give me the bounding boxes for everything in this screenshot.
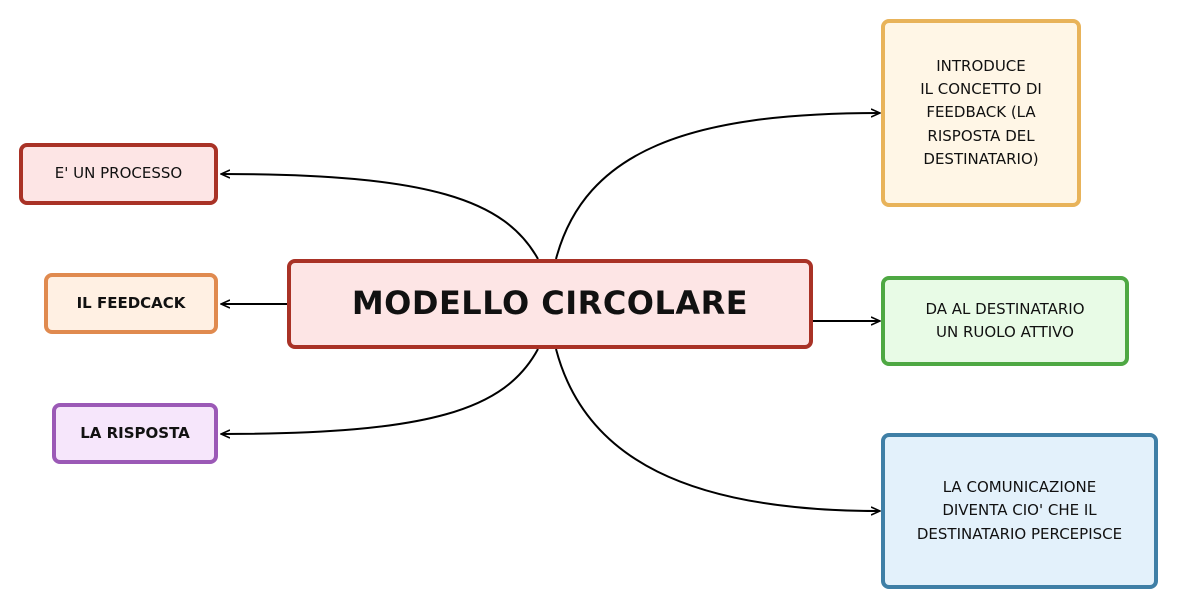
connector-center-to-comunicazione — [555, 348, 879, 511]
branch-node-feedcack[interactable]: IL FEEDCACK — [44, 273, 218, 334]
connector-center-to-processo — [222, 174, 539, 260]
central-topic-node[interactable]: MODELLO CIRCOLARE — [287, 259, 813, 349]
central-topic-label: MODELLO CIRCOLARE — [351, 284, 749, 323]
connector-center-to-risposta — [222, 348, 539, 434]
branch-label-processo: E' UN PROCESSO — [54, 164, 183, 183]
branch-label-introduce-feedback: INTRODUCE IL CONCETTO DI FEEDBACK (LA RI… — [920, 56, 1042, 168]
branch-node-risposta[interactable]: LA RISPOSTA — [52, 403, 218, 464]
branch-label-comunicazione: LA COMUNICAZIONE DIVENTA CIO' CHE IL DES… — [916, 478, 1123, 543]
branch-label-feedcack: IL FEEDCACK — [76, 293, 186, 312]
branch-node-processo[interactable]: E' UN PROCESSO — [19, 143, 218, 205]
branch-node-introduce-feedback[interactable]: INTRODUCE IL CONCETTO DI FEEDBACK (LA RI… — [881, 19, 1081, 207]
connector-center-to-introduce — [555, 113, 879, 260]
branch-node-comunicazione[interactable]: LA COMUNICAZIONE DIVENTA CIO' CHE IL DES… — [881, 433, 1158, 589]
branch-node-ruolo-attivo[interactable]: DA AL DESTINATARIO UN RUOLO ATTIVO — [881, 276, 1129, 366]
branch-label-ruolo-attivo: DA AL DESTINATARIO UN RUOLO ATTIVO — [925, 299, 1085, 341]
branch-label-risposta: LA RISPOSTA — [80, 423, 190, 442]
